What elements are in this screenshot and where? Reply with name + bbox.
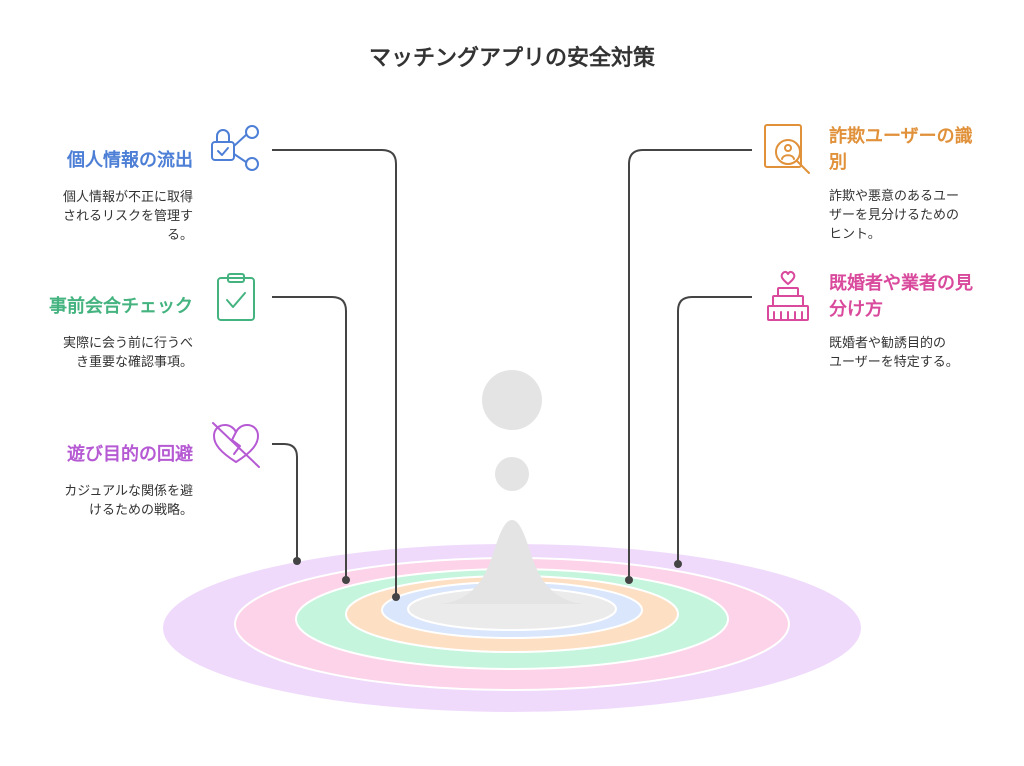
desc-fraud-id: 詐欺や悪意のあるユー ザーを見分けるための ヒント。	[829, 187, 959, 244]
connector-personal-info	[272, 149, 397, 596]
lock-share-icon	[211, 125, 259, 171]
desc-line: 個人情報が不正に取得	[62, 190, 193, 205]
desc-casual-avoid: カジュアルな関係を避 けるための戦略。	[64, 482, 193, 520]
connector-married	[677, 296, 752, 562]
heading-line: 既婚者や業者の見	[829, 273, 973, 294]
connector-casual	[272, 443, 298, 560]
desc-line: 実際に会う前に行うべ	[62, 336, 193, 351]
splash-column	[440, 520, 584, 604]
desc-line: ヒント。	[829, 227, 881, 242]
page-title: マッチングアプリの安全対策	[368, 46, 655, 71]
drop-large	[482, 370, 542, 430]
connector-fraud	[628, 149, 752, 578]
desc-line: 既婚者や勧誘目的の	[829, 336, 947, 351]
heading-married-id: 既婚者や業者の見 分け方	[829, 271, 973, 323]
desc-line: けるための戦略。	[88, 503, 193, 518]
heading-line: 詐欺ユーザーの識	[829, 126, 973, 147]
desc-line: る。	[166, 228, 193, 243]
connector-dot	[293, 557, 301, 565]
broken-heart-icon	[212, 422, 260, 468]
desc-line: カジュアルな関係を避	[64, 484, 193, 499]
fraud-search-icon	[764, 124, 810, 174]
desc-line: ユーザーを特定する。	[829, 355, 959, 370]
desc-line: ザーを見分けるための	[829, 208, 960, 223]
heading-casual-avoid: 遊び目的の回避	[67, 444, 193, 465]
heading-line: 別	[829, 152, 847, 173]
heading-line: 分け方	[829, 299, 883, 320]
wedding-cake-icon	[767, 270, 809, 321]
desc-line: されるリスクを管理す	[62, 209, 193, 224]
connector-dot	[625, 576, 633, 584]
desc-married-id: 既婚者や勧誘目的の ユーザーを特定する。	[829, 334, 959, 372]
desc-line: き重要な確認事項。	[75, 355, 193, 370]
connector-dot	[392, 593, 400, 601]
heading-pre-meeting: 事前会合チェック	[49, 296, 193, 317]
clipboard-check-icon	[217, 273, 255, 321]
heading-fraud-id: 詐欺ユーザーの識 別	[829, 124, 973, 176]
connector-pre-meeting	[272, 296, 347, 578]
heading-personal-info: 個人情報の流出	[67, 150, 193, 171]
desc-personal-info: 個人情報が不正に取得 されるリスクを管理す る。	[63, 188, 193, 245]
connector-dot	[674, 560, 682, 568]
connector-dot	[342, 576, 350, 584]
desc-pre-meeting: 実際に会う前に行うべ き重要な確認事項。	[63, 334, 193, 372]
desc-line: 詐欺や悪意のあるユー	[829, 189, 960, 204]
drop-small	[495, 457, 529, 491]
